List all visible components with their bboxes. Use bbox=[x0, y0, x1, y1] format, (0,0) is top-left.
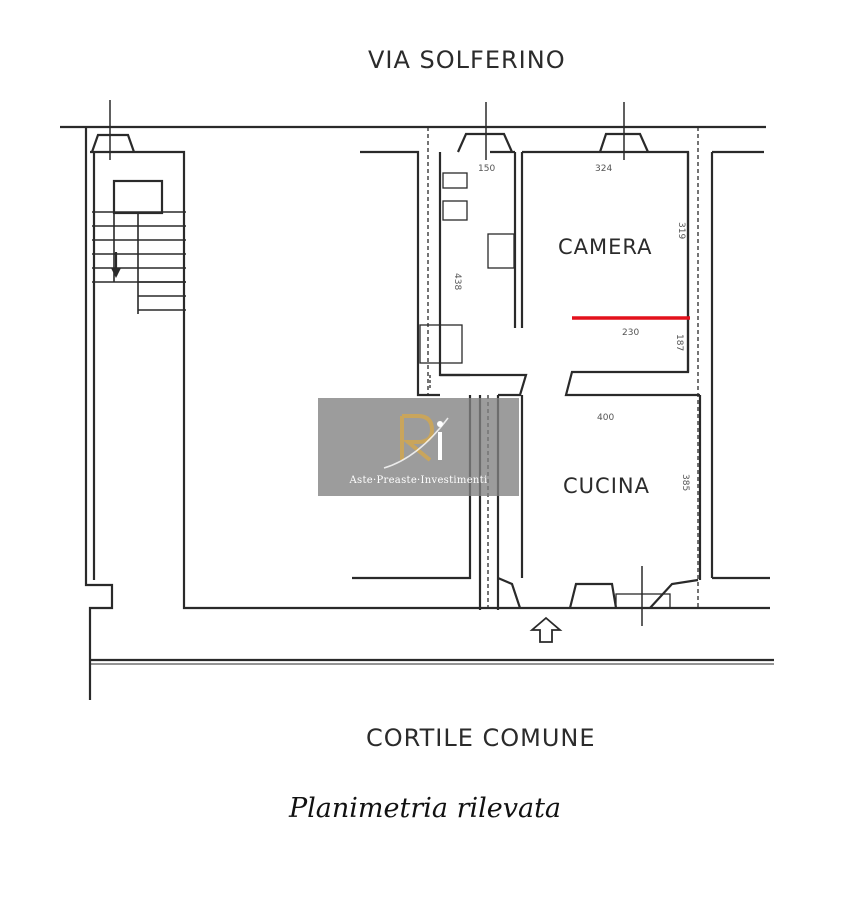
bathroom-fixture bbox=[442, 172, 468, 189]
stair-wall-inner bbox=[90, 150, 770, 610]
dim-bath-height: 438 bbox=[452, 273, 462, 291]
stair-landing bbox=[112, 179, 164, 215]
dim-cucina-width: 400 bbox=[597, 413, 615, 423]
room-label-cucina: CUCINA bbox=[563, 474, 650, 498]
dim-bath-width: 150 bbox=[478, 164, 496, 174]
dim-partition-length: 230 bbox=[622, 328, 640, 338]
stair-wall-outer bbox=[84, 127, 114, 700]
street-label-top: VIA SOLFERINO bbox=[368, 46, 566, 74]
watermark-logo bbox=[383, 414, 449, 469]
dim-camera-width: 324 bbox=[595, 164, 613, 174]
room-label-camera: CAMERA bbox=[558, 235, 653, 259]
entrance-arrow-icon bbox=[529, 616, 563, 643]
dim-partition-side: 187 bbox=[674, 334, 684, 352]
watermark-tagline: Aste·Preaste·Investimenti bbox=[349, 475, 488, 486]
plan-caption: Planimetria rilevata bbox=[289, 793, 562, 824]
dim-cucina-height: 385 bbox=[680, 474, 690, 492]
watermark: Aste·Preaste·Investimenti bbox=[318, 398, 519, 496]
dim-camera-height: 319 bbox=[676, 222, 686, 240]
street-label-bottom: CORTILE COMUNE bbox=[366, 724, 596, 752]
